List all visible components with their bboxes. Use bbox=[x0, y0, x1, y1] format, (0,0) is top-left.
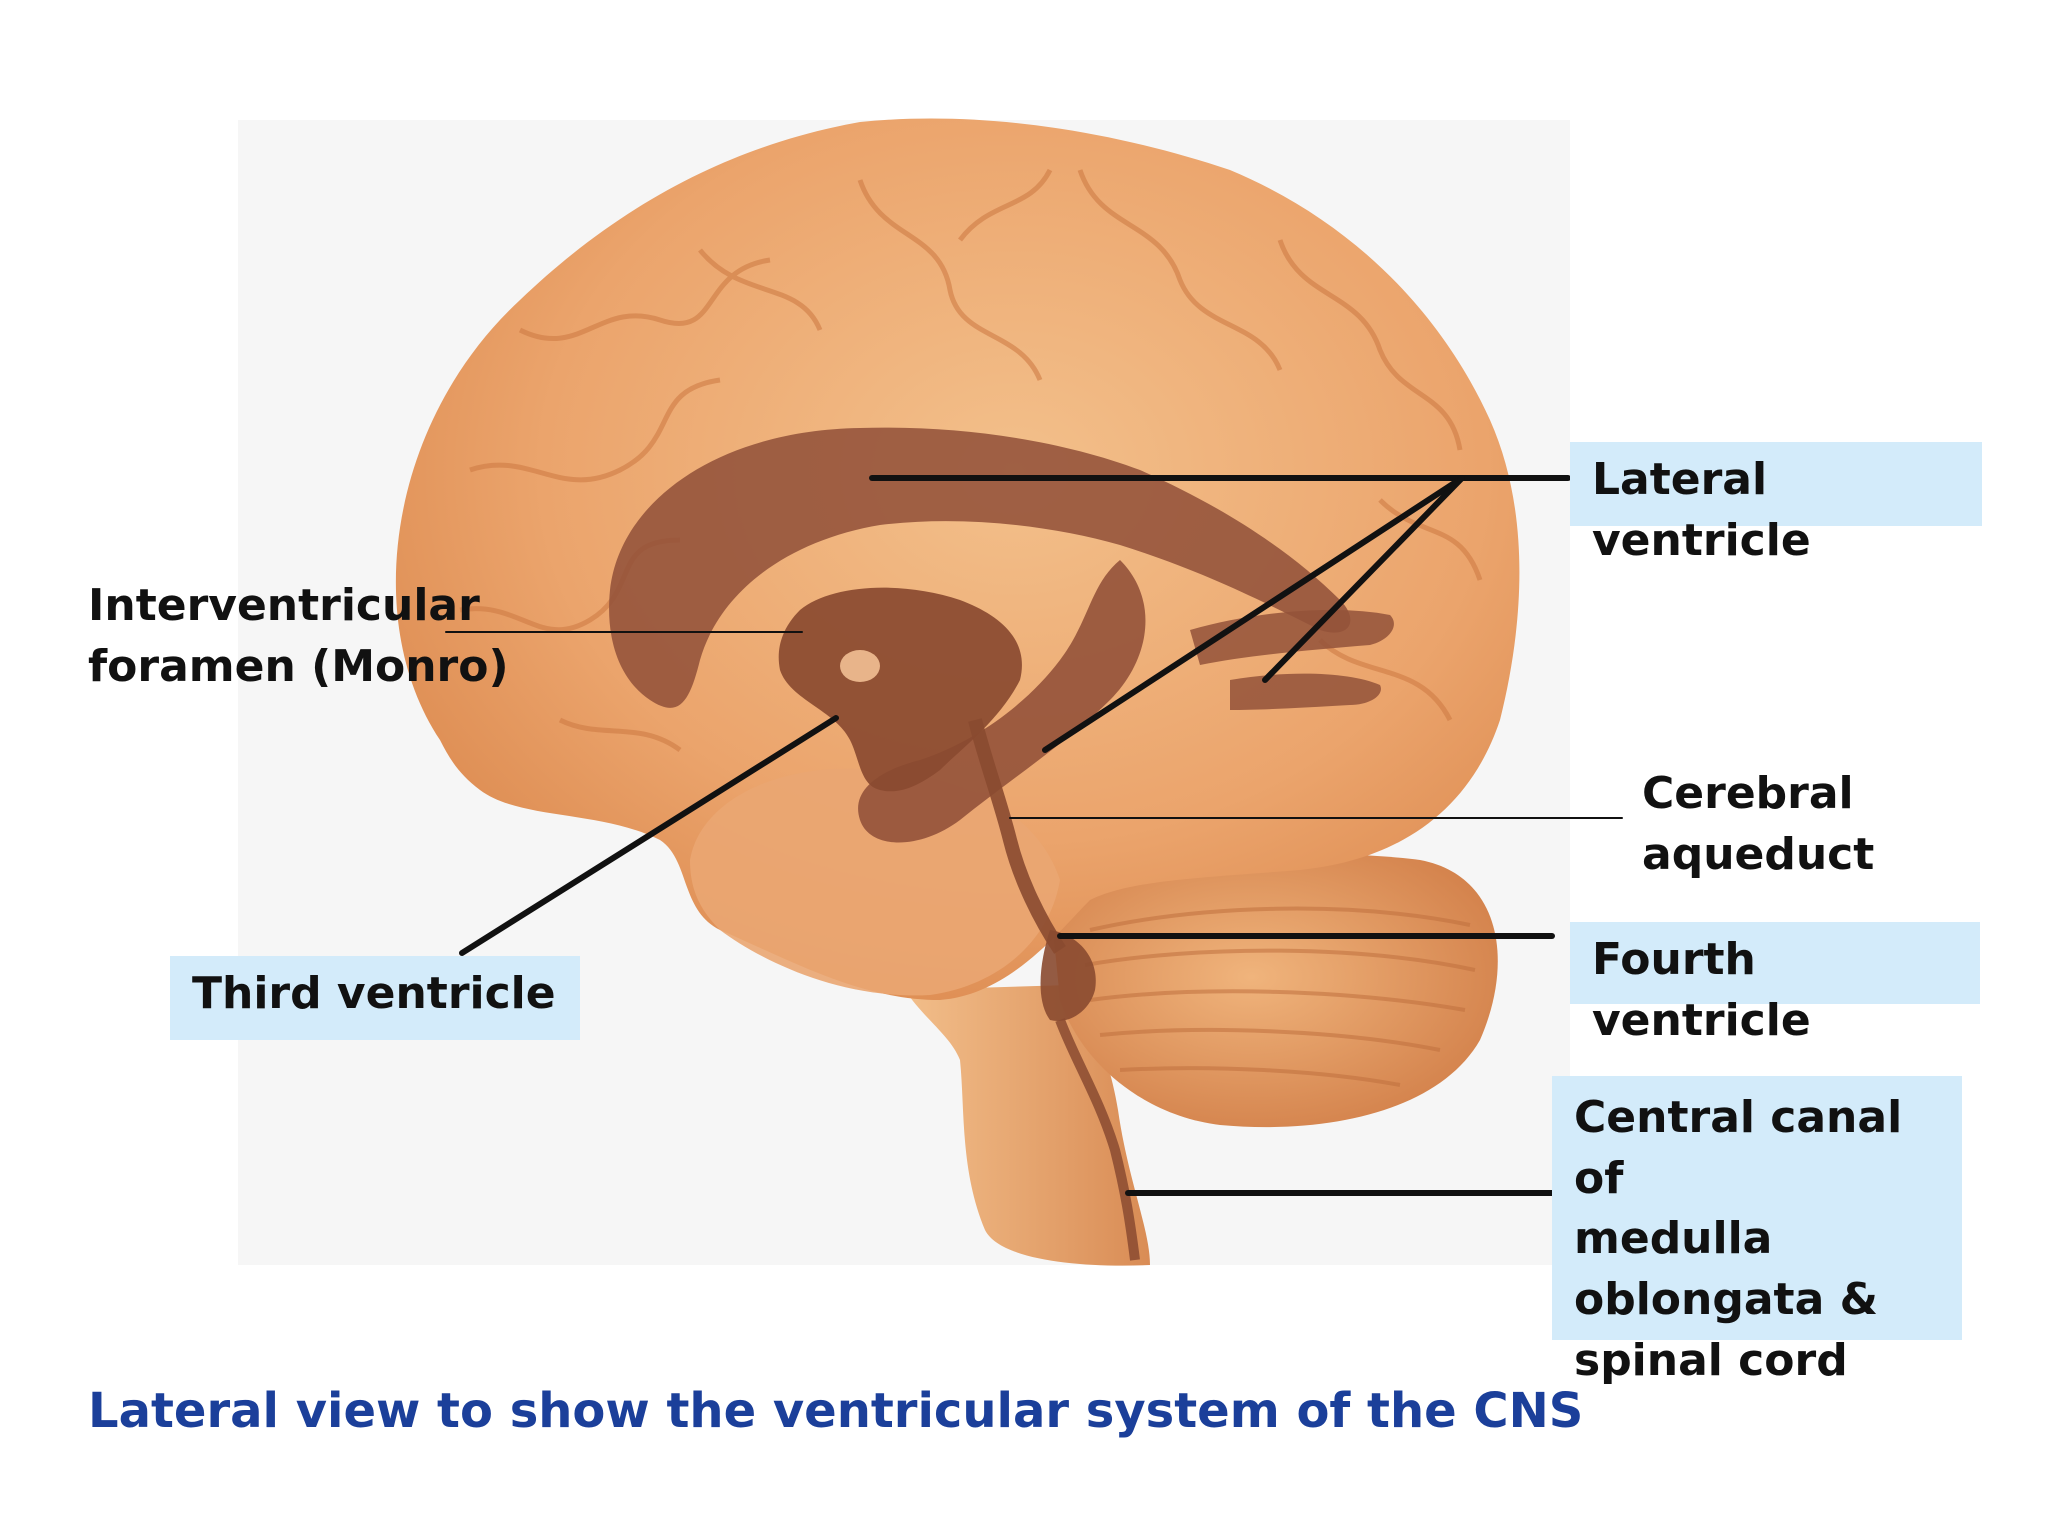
cerebral-aqueduct-label: Cerebral aqueduct bbox=[1642, 764, 1874, 885]
cerebral-aqueduct-line-1: Cerebral bbox=[1642, 768, 1854, 819]
temporal-lobe bbox=[690, 768, 1060, 996]
lateral-ventricle-label: Lateral ventricle bbox=[1570, 442, 1982, 566]
cerebral-aqueduct-line-2: aqueduct bbox=[1642, 828, 1875, 880]
cerebrum bbox=[395, 118, 1520, 1001]
interventricular-foramen-line-2: foramen (Monro) bbox=[88, 640, 509, 692]
central-canal-line-3: oblongata & bbox=[1574, 1274, 1878, 1326]
central-canal-label: Central canal of medulla oblongata & spi… bbox=[1552, 1076, 1962, 1386]
interventricular-foramen-label: Interventricular foramen (Monro) bbox=[88, 576, 509, 697]
third-ventricle-label: Third ventricle bbox=[170, 956, 580, 1040]
brainstem bbox=[905, 985, 1150, 1266]
interthalamic-adhesion bbox=[840, 650, 880, 682]
fourth-ventricle-label: Fourth ventricle bbox=[1570, 922, 1980, 1046]
figure-caption: Lateral view to show the ventricular sys… bbox=[88, 1383, 1584, 1439]
central-canal-line-4: spinal cord bbox=[1574, 1334, 1848, 1386]
third-ventricle-leader bbox=[459, 715, 839, 956]
cerebral-aqueduct-shape bbox=[968, 718, 1066, 954]
lateral-ventricle-shape bbox=[609, 427, 1351, 708]
lateral-ventricle-text: Lateral ventricle bbox=[1592, 454, 1811, 566]
fourth-ventricle-text: Fourth ventricle bbox=[1592, 934, 1811, 1046]
cortex-sulci bbox=[459, 168, 1483, 753]
leader-lines bbox=[445, 475, 1623, 1196]
central-canal-line-1: Central canal of bbox=[1574, 1092, 1903, 1204]
central-canal-line-2: medulla bbox=[1574, 1213, 1773, 1265]
interventricular-foramen-line-1: Interventricular bbox=[88, 580, 480, 631]
fourth-ventricle-shape bbox=[1040, 930, 1096, 1021]
lateral-ventricle-leader-2 bbox=[1042, 475, 1465, 753]
central-canal-shape bbox=[1055, 1018, 1140, 1261]
third-ventricle-text: Third ventricle bbox=[192, 968, 556, 1019]
third-ventricle-shape bbox=[778, 587, 1022, 792]
lateral-ventricle-leader-3 bbox=[1262, 475, 1465, 683]
cerebellum-folia bbox=[1084, 906, 1476, 1087]
